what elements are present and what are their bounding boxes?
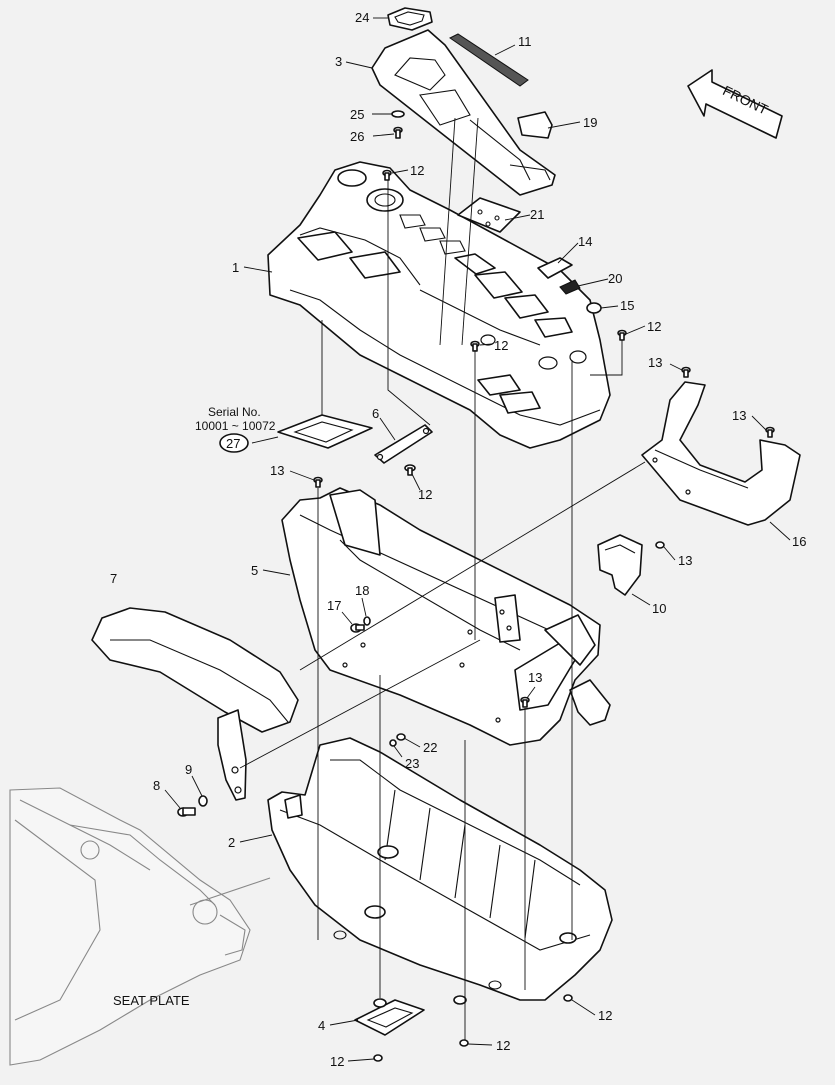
screw-12-top: [382, 169, 392, 181]
part-20-cap: [559, 279, 581, 295]
serial-label: Serial No.: [208, 405, 261, 419]
screw-13-frame-b: [765, 426, 775, 438]
screw-26: [393, 126, 403, 139]
callout-13: 13: [648, 355, 662, 370]
screw-12-bracket: [404, 464, 416, 476]
callout-23: 23: [405, 756, 419, 771]
screw-12-center: [470, 340, 480, 352]
part-7-armrest: [91, 607, 299, 801]
screw-12-bottom-c: [563, 994, 573, 1002]
callout-19: 19: [583, 115, 597, 130]
screw-22: [396, 733, 406, 741]
washer-9: [198, 795, 208, 807]
part-10-bracket: [597, 534, 643, 596]
callout-4: 4: [318, 1018, 325, 1033]
washer-25: [391, 110, 405, 118]
callout-13: 13: [678, 553, 692, 568]
part-27-gasket: [277, 414, 373, 449]
washer-18: [363, 616, 371, 626]
callout-9: 9: [185, 762, 192, 777]
callout-16: 16: [792, 534, 806, 549]
callout-12: 12: [647, 319, 661, 334]
callout-leaders: [164, 17, 791, 1062]
callout-12: 12: [330, 1054, 344, 1069]
callout-8: 8: [153, 778, 160, 793]
callout-3: 3: [335, 54, 342, 69]
seat-plate: [9, 787, 271, 1066]
part-15-plug: [586, 302, 602, 314]
callout-13: 13: [732, 408, 746, 423]
part-24-gasket: [387, 7, 433, 31]
callout-24: 24: [355, 10, 369, 25]
part-5-chassis: [281, 487, 611, 746]
screw-17: [350, 623, 365, 633]
callout-12: 12: [418, 487, 432, 502]
callout-5: 5: [251, 563, 258, 578]
callout-25: 25: [350, 107, 364, 122]
callout-17: 17: [327, 598, 341, 613]
callout-12: 12: [496, 1038, 510, 1053]
part-21-plate: [457, 197, 521, 233]
part-1-console-housing: [267, 161, 611, 449]
callout-10: 10: [652, 601, 666, 616]
part-19-clip: [517, 111, 553, 139]
part-2-lower-tray: [267, 737, 613, 1005]
assembly-guide-lines: [239, 117, 646, 1040]
callout-22: 22: [423, 740, 437, 755]
part-6-bracket: [374, 424, 433, 464]
washer-23: [389, 739, 397, 747]
screw-8: [177, 807, 196, 817]
screw-12-bottom-b: [459, 1039, 469, 1047]
screw-13-lower: [520, 696, 530, 708]
screw-12-bottom-a: [373, 1054, 383, 1062]
callout-15: 15: [620, 298, 634, 313]
callout-14: 14: [578, 234, 592, 249]
callout-20: 20: [608, 271, 622, 286]
part-14-cap: [537, 257, 573, 279]
callout-13: 13: [528, 670, 542, 685]
part-11-label-strip: [449, 33, 529, 87]
serial-range: 10001 ~ 10072: [195, 419, 276, 433]
front-arrow-icon: FRONT: [687, 69, 783, 139]
seat-plate-label: SEAT PLATE: [113, 993, 190, 1008]
callout-labels: 24 11 3 19 25 26 12 21 14 1 20 15 12 12 …: [110, 10, 806, 1069]
callout-26: 26: [350, 129, 364, 144]
screw-12-right: [617, 329, 627, 341]
screw-13-frame-a: [681, 366, 691, 378]
part-4-bottom-cover: [354, 998, 425, 1036]
callout-12: 12: [494, 338, 508, 353]
callout-6: 6: [372, 406, 379, 421]
serial-part-number: 27: [226, 436, 240, 451]
callout-13: 13: [270, 463, 284, 478]
callout-2: 2: [228, 835, 235, 850]
callout-18: 18: [355, 583, 369, 598]
callout-12: 12: [410, 163, 424, 178]
callout-21: 21: [530, 207, 544, 222]
part-3-upper-cover: [371, 29, 556, 196]
part-16-side-frame: [641, 381, 801, 526]
callout-1: 1: [232, 260, 239, 275]
callout-7: 7: [110, 571, 117, 586]
screw-13-bracket-10: [655, 541, 665, 549]
serial-part-circle: [219, 433, 249, 453]
callout-11: 11: [518, 34, 532, 49]
screw-13-chassis: [313, 476, 323, 488]
callout-12: 12: [598, 1008, 612, 1023]
serial-note: Serial No. 10001 ~ 10072 27: [195, 405, 276, 453]
